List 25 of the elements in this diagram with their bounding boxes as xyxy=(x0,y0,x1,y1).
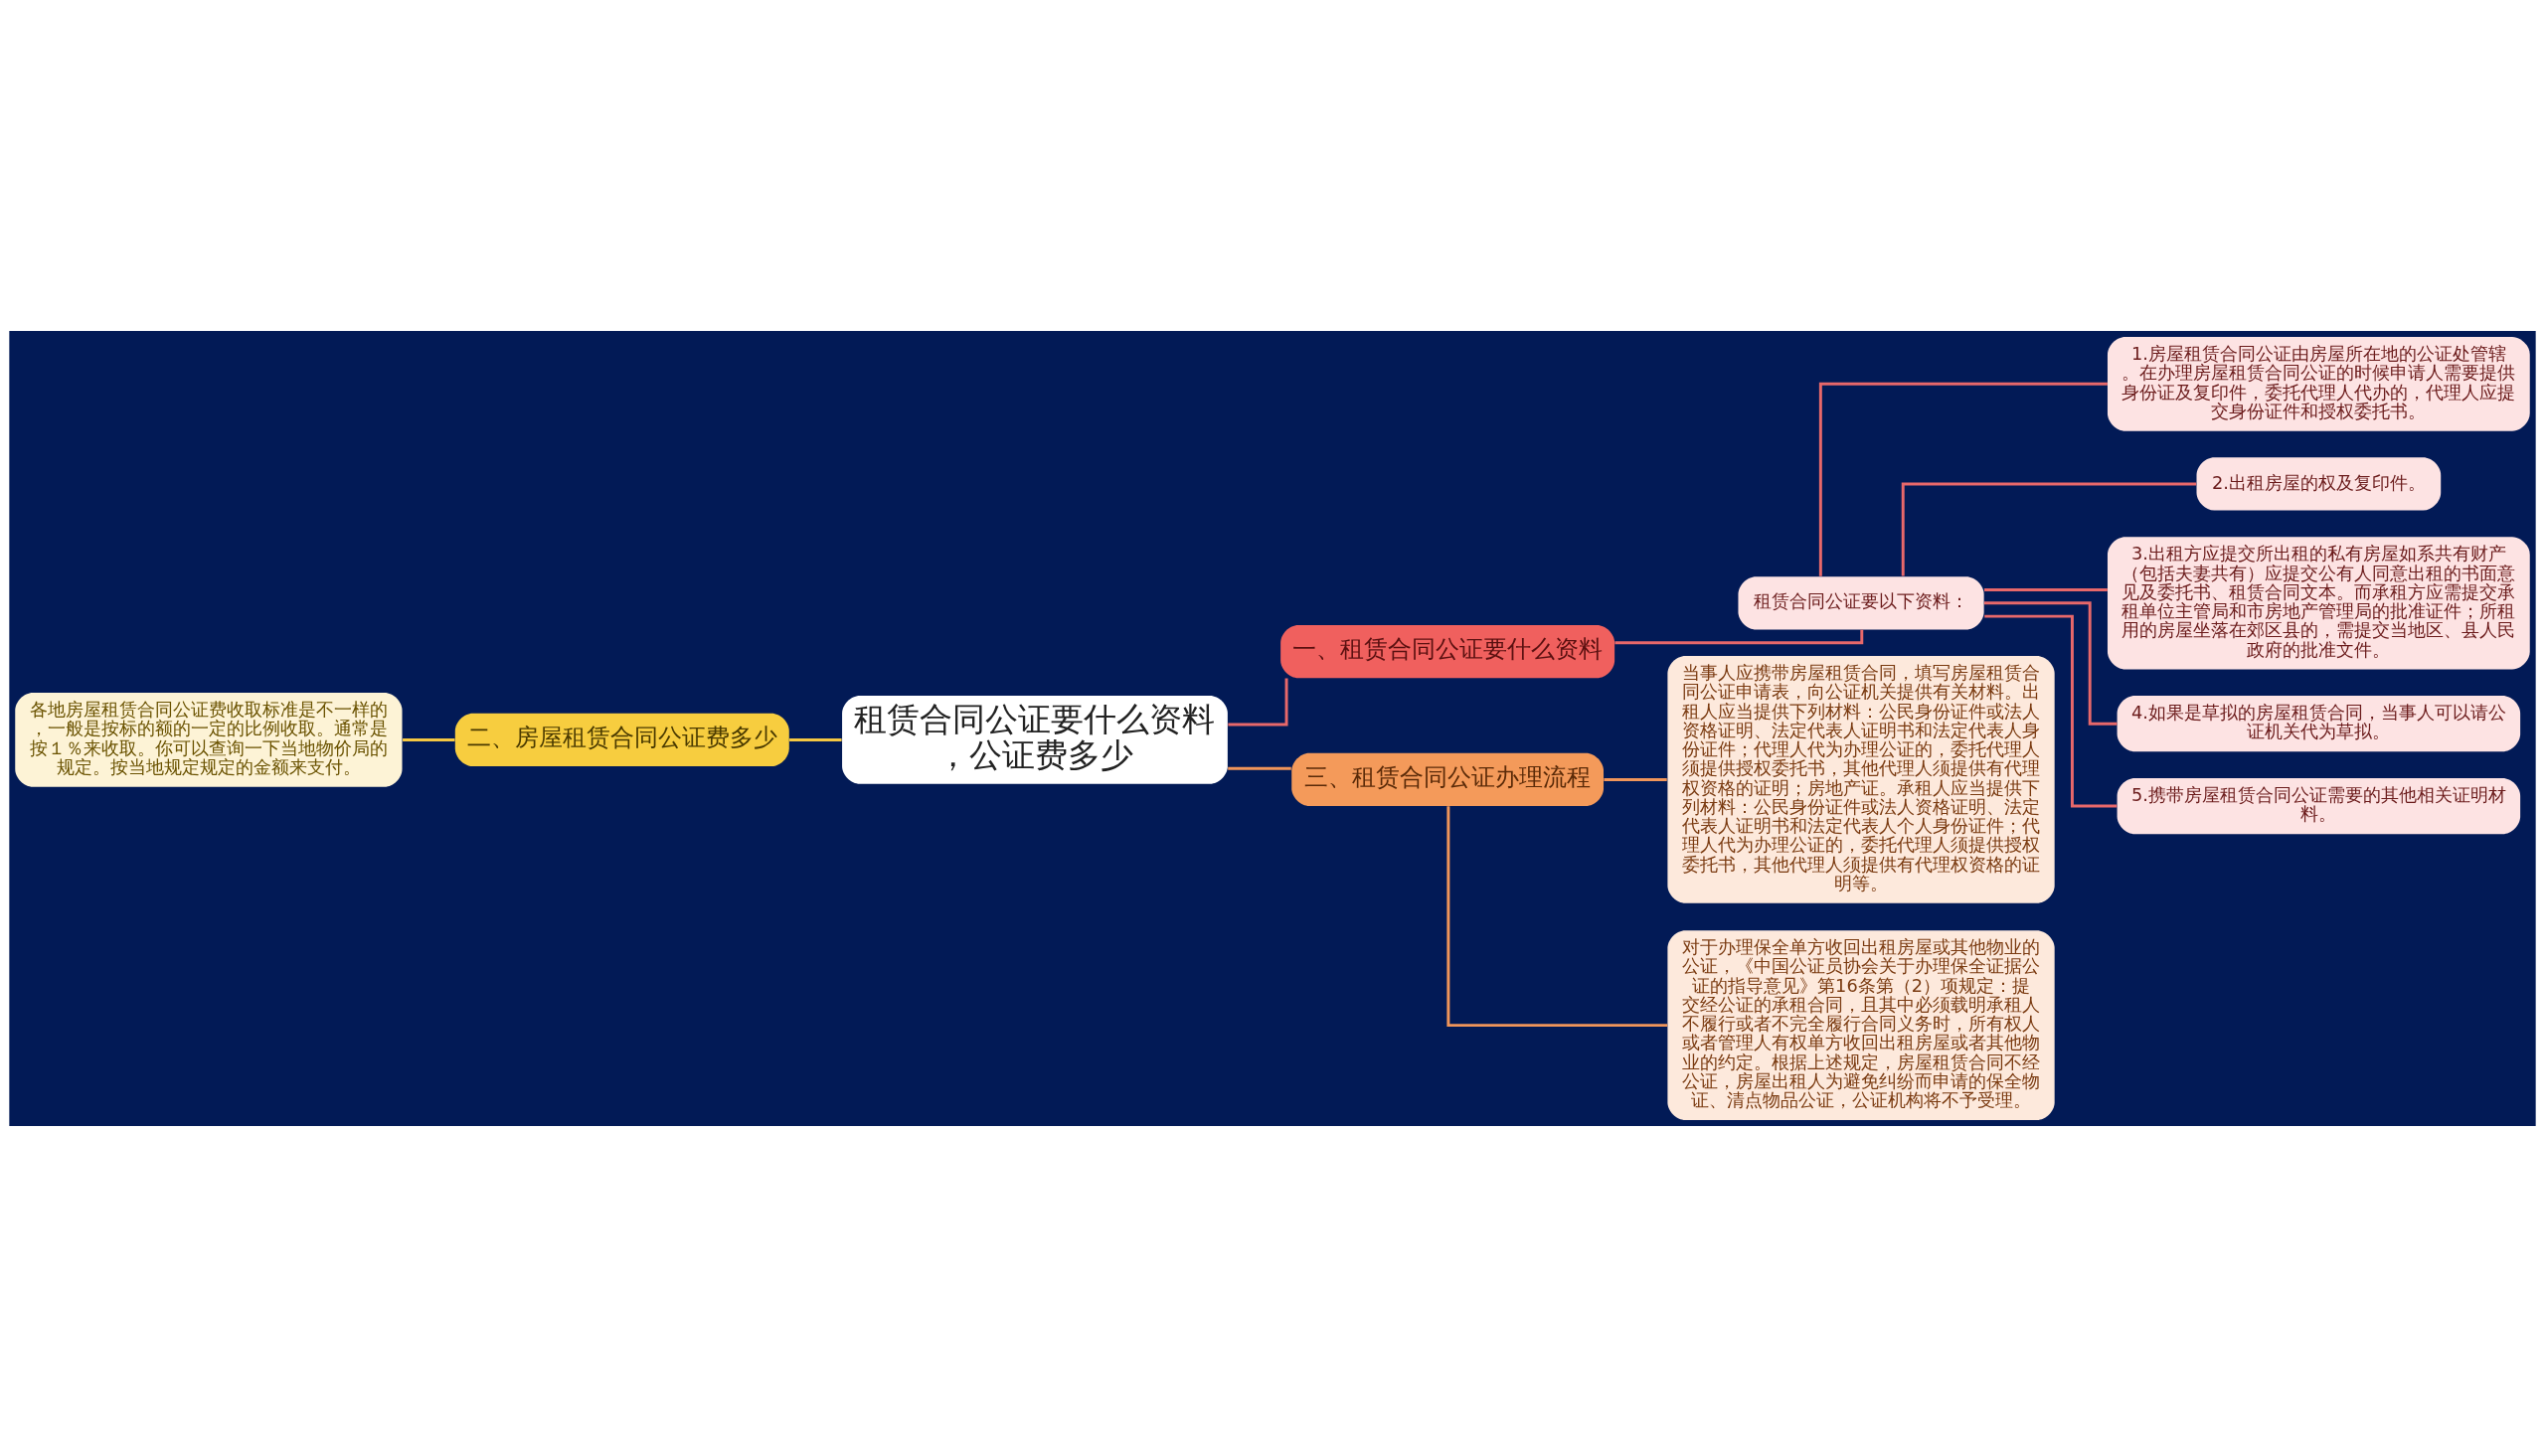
node-box: 5.携带房屋租赁合同公证需要的其他相关证明材料。 xyxy=(2117,777,2521,834)
connector xyxy=(1901,481,2197,576)
connector xyxy=(1614,629,1864,644)
node-box: 三、租赁合同公证办理流程 xyxy=(1291,752,1604,806)
node-box: 4.如果是草拟的房屋租赁合同，当事人可以请公证机关代为草拟。 xyxy=(2117,695,2521,751)
node-box: 2.出租房屋的权及复印件。 xyxy=(2196,456,2442,511)
connector xyxy=(789,737,842,741)
node-box: 各地房屋租赁合同公证费收取标准是不一样的，一般是按标的额的一定的比例收取。通常是按１％来收取。你可以查询一下当地物价局的规定。按当地规定规定的金额来支付。 xyxy=(15,692,403,787)
connector xyxy=(1446,805,1668,1027)
connector xyxy=(1604,777,1667,781)
connector xyxy=(1228,766,1291,770)
node-box: 当事人应携带房屋租赁合同，填写房屋租赁合同公证申请表，向公证机关提供有关材料。出租人应当提供下列材料：公民身份证件或法人资格证明、法定代表人证明书和法定代表人身份证件；代理人代为办理公证的，委托代理人须提供授权委托书，其他代理人须提供有代理权资格的证明；房地产证。承租人应当提供下列材料：公民身份证件或法人资格证明、法定代表人证明书和法定代表人个人身份证件；代理人代为办理公证的，委托代理人须提供授权委托书，其他代理人须提供有代理权资格的证明等。 xyxy=(1667,655,2055,903)
node-box: 租赁合同公证要什么资料，公证费多少 xyxy=(842,695,1228,784)
node-box: 一、租赁合同公证要什么资料 xyxy=(1280,624,1615,678)
connector xyxy=(403,737,455,741)
connector xyxy=(1983,600,2118,726)
node-box: 二、房屋租赁合同公证费多少 xyxy=(454,713,789,766)
node-box: 对于办理保全单方收回出租房屋或其他物业的公证，《中国公证员协会关于办理保全证据公证的指导意见》第16条第（2）项规定：提交经公证的承租合同，且其中必须载明承租人不履行或者不完全履行合同义务时，所有权人或者管理人有权单方收回出租房屋或者其他物业的约定。根据上述规定，房屋租赁合同不经公证，房屋出租人为避免纠纷而申请的保全物证、清点物品公证，公证机构将不予受理。 xyxy=(1667,929,2055,1120)
connector xyxy=(1984,587,2108,591)
connector xyxy=(1818,382,2108,576)
connector xyxy=(1984,614,2118,808)
node-box: 3.出租方应提交所出租的私有房屋如系共有财产（包括夫妻共有）应提交公有人同意出租的书面意见及委托书、租赁合同文本。而承租方应需提交承租单位主管局和市房地产管理局的批准证件；所租用的房屋坐落在郊区县的，需提交当地区、县人民政府的批准文件。 xyxy=(2107,536,2530,669)
node-box: 租赁合同公证要以下资料： xyxy=(1738,575,1984,629)
connector xyxy=(1228,678,1288,726)
node-box: 1.房屋租赁合同公证由房屋所在地的公证处管辖。在办理房屋租赁合同公证的时候申请人需要提供身份证及复印件，委托代理人代办的，代理人应提交身份证件和授权委托书。 xyxy=(2107,336,2530,431)
